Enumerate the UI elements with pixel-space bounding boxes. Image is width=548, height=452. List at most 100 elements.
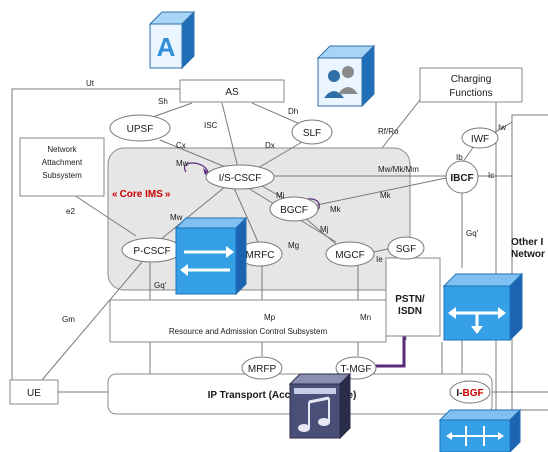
application-server-cube-icon: A	[148, 10, 196, 70]
gm-link	[41, 261, 143, 381]
upsf-label: UPSF	[127, 124, 154, 135]
other-networks-line1: Other I	[511, 237, 543, 248]
dx-label: Dx	[265, 141, 275, 150]
ic-label: Ic	[488, 171, 494, 180]
nas-line3: Subsystem	[42, 171, 82, 180]
sh-label: Sh	[158, 97, 168, 106]
mw-loop-arrowhead	[203, 168, 208, 175]
ibgf-suffix: BGF	[463, 388, 484, 399]
iscscf-node	[205, 164, 275, 190]
ie-label: Ie	[376, 255, 383, 264]
core-ims-text: Core IMS	[120, 189, 164, 200]
tmgf-label: T-MGF	[340, 364, 371, 375]
ut-label: Ut	[86, 79, 95, 88]
mw-pcscf-link	[159, 185, 227, 241]
mw-loop-arrow	[183, 162, 209, 173]
pstn-isdn-box	[385, 257, 441, 337]
slf-label: SLF	[303, 128, 321, 139]
nas-line2: Attachment	[42, 158, 83, 167]
mgcf-node	[325, 241, 375, 267]
iwf-label: IWF	[471, 134, 489, 145]
mrfp-label: MRFP	[248, 364, 277, 375]
interface-labels: Ut Sh ISC Dh Cx Dx Rf/Ro Iw Ib Ic Mw Mw/…	[62, 79, 506, 324]
dh-link	[251, 102, 301, 125]
mg-label: Mg	[288, 241, 299, 250]
core-ims-label: «Core IMS»	[112, 189, 171, 200]
mw-top-label: Mw	[176, 159, 189, 168]
mk-bgcf-ibcf-link	[316, 177, 447, 206]
isc-link	[221, 102, 239, 169]
sgf-label: SGF	[396, 244, 417, 255]
cx-label: Cx	[176, 141, 186, 150]
racs-box	[109, 299, 387, 343]
users-cube-icon	[316, 44, 376, 108]
bgcf-node	[269, 196, 319, 222]
dh-label: Dh	[288, 107, 298, 116]
upsf-node	[109, 114, 171, 142]
ue-box	[9, 379, 59, 405]
ue-label: UE	[27, 388, 41, 399]
mgcf-label: MGCF	[335, 250, 364, 261]
mj-link	[304, 217, 337, 245]
slf-node	[291, 119, 333, 145]
other-networks-line2: Networ	[511, 249, 545, 260]
racs-label: Resource and Admission Control Subsystem	[169, 327, 328, 336]
ip-transport-label: IP Transport (Access and Core)	[208, 390, 357, 401]
pstn-tmgf-link	[370, 336, 406, 368]
core-ims-left-mark: «	[112, 189, 118, 200]
rf-ro-link	[381, 99, 421, 149]
e2-link	[73, 194, 137, 237]
core-ims-right-mark: »	[165, 189, 171, 200]
nas-line1: Network	[47, 145, 77, 154]
sgf-node	[387, 236, 425, 260]
mw-left-label: Mw	[170, 213, 183, 222]
rf-ro-label: Rf/Ro	[378, 127, 399, 136]
gq-right-label: Gq'	[466, 229, 479, 238]
ibgf-label: I-BGF	[456, 388, 483, 399]
as-box	[179, 79, 285, 103]
iscscf-mrfc-link	[233, 187, 259, 243]
router-arrows-icon	[174, 216, 248, 296]
isc-label: ISC	[204, 121, 218, 130]
mw-mk-mm-label: Mw/Mk/Mm	[378, 165, 419, 174]
ibcf-node	[445, 160, 479, 194]
charging-line2: Functions	[449, 88, 492, 99]
ibgf-node	[449, 380, 491, 404]
mk-top-label: Mk	[380, 191, 392, 200]
nas-box	[19, 137, 105, 197]
mj-label: Mj	[320, 225, 329, 234]
e2-label: e2	[66, 207, 75, 216]
iw-label: Iw	[498, 123, 506, 132]
bgcf-label: BGCF	[280, 205, 308, 216]
iwf-node	[461, 127, 499, 149]
mp-label: Mp	[264, 313, 276, 322]
iw-link	[491, 121, 513, 135]
other-network-bracket	[511, 114, 548, 411]
pstn-line1: PSTN/	[395, 294, 425, 305]
iscscf-label: I/S-CSCF	[219, 173, 262, 184]
ibgf-prefix: I-	[456, 388, 462, 399]
cx-link	[159, 139, 229, 169]
ibcf-label: IBCF	[450, 173, 473, 184]
charging-line1: Charging	[451, 74, 492, 85]
border-gateway-icon	[438, 408, 522, 452]
mn-label: Mn	[360, 313, 371, 322]
as-icon-letter: A	[157, 32, 176, 62]
mi-label: Mi	[276, 191, 285, 200]
mrfp-node	[241, 356, 283, 380]
pstn-line2: ISDN	[398, 306, 422, 317]
charging-functions-box	[419, 67, 523, 103]
as-label: AS	[225, 87, 239, 98]
sh-link	[149, 102, 193, 119]
ut-link	[11, 88, 180, 380]
gm-label: Gm	[62, 315, 75, 324]
pcscf-label: P-CSCF	[133, 246, 170, 257]
switch-arrows-icon	[442, 272, 524, 342]
media-server-icon	[288, 372, 352, 440]
ib-label: Ib	[456, 153, 463, 162]
gq-left-label: Gq'	[154, 281, 167, 290]
mk-loop-label: Mk	[330, 205, 342, 214]
mrfc-label: MRFC	[246, 250, 275, 261]
